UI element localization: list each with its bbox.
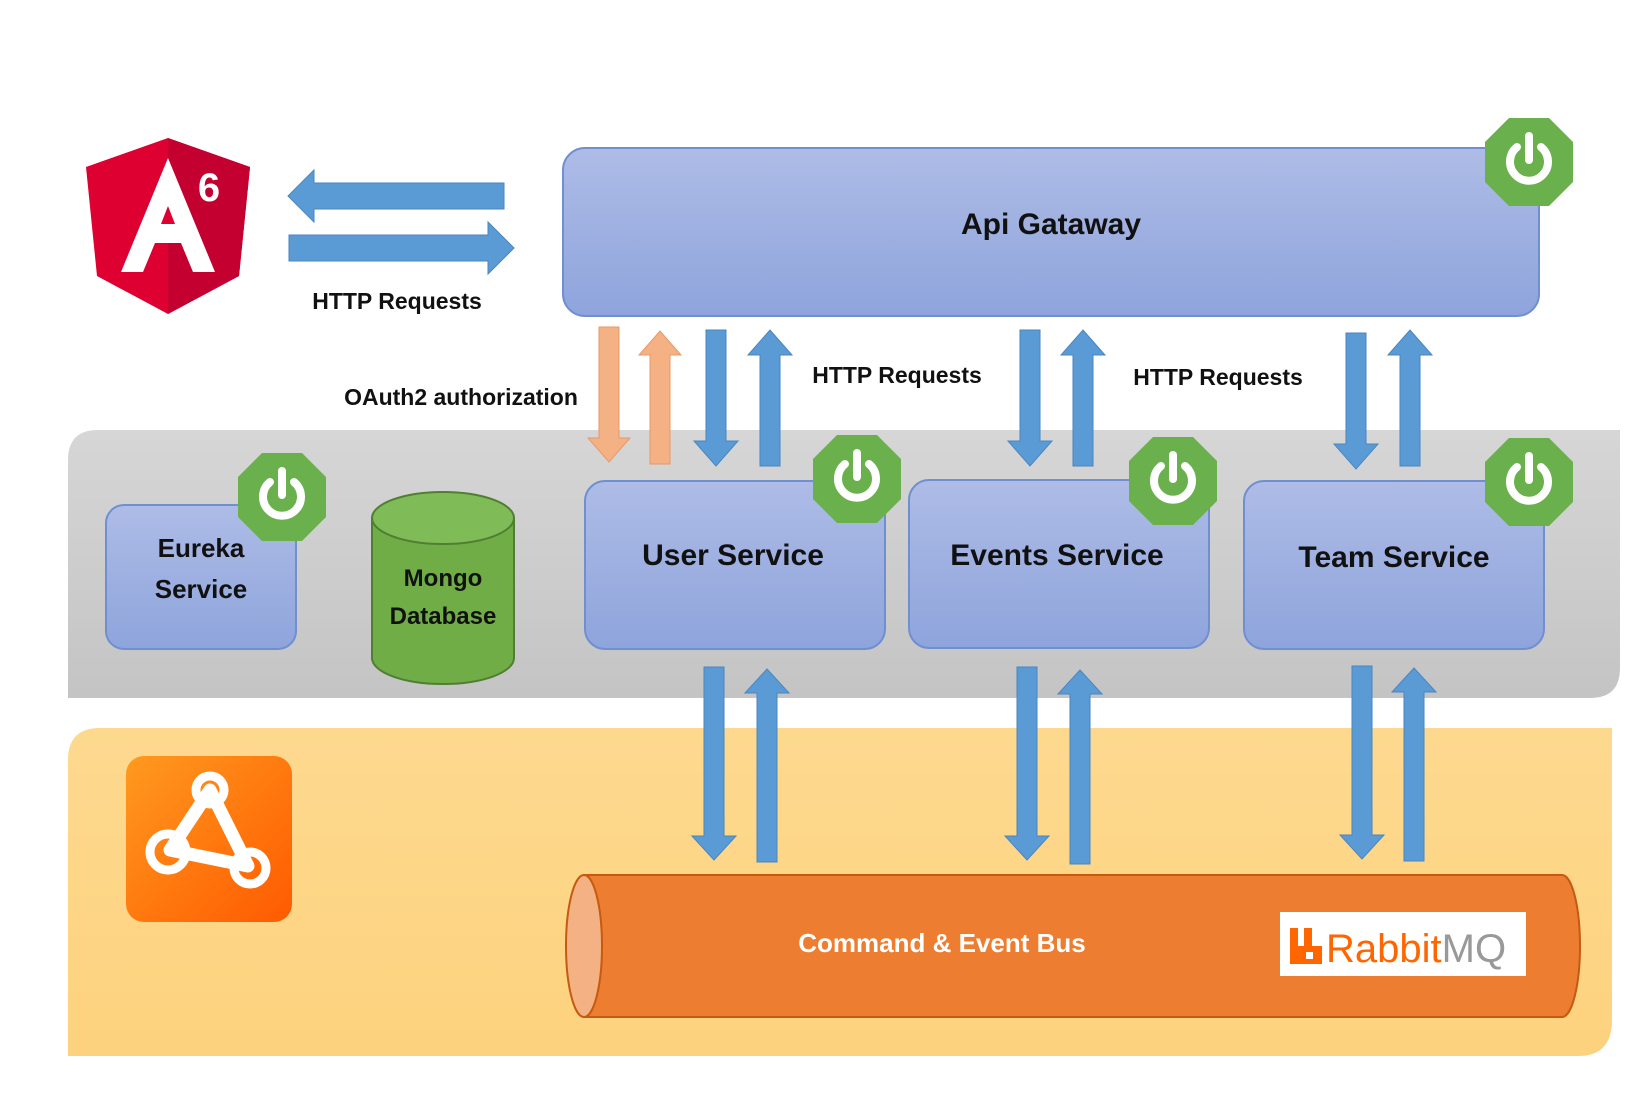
rabbitmq-logo: RabbitMQ — [1280, 912, 1526, 976]
events-bus-arrow-up — [1056, 669, 1104, 865]
oauth-arrow-up — [637, 330, 683, 465]
team-bus-arrow-down — [1338, 665, 1386, 860]
client-http-label: HTTP Requests — [312, 288, 482, 314]
events-arrow-up — [1059, 329, 1107, 467]
angular-logo: 6 — [86, 138, 250, 314]
eureka-label-line2: Service — [155, 574, 248, 604]
mongo-label-line2: Database — [390, 603, 497, 630]
team-spring-power-icon — [1485, 438, 1573, 526]
rabbitmq-wordmark: RabbitMQ — [1326, 927, 1506, 971]
command-event-bus: Command & Event Bus — [565, 874, 1581, 1018]
events-spring-power-icon — [1129, 437, 1217, 525]
bus-label: Command & Event Bus — [798, 928, 1086, 958]
team-arrow-up — [1386, 329, 1434, 467]
gateway-spring-power-icon — [1485, 118, 1573, 206]
rabbitmq-word-main: Rabbit — [1326, 927, 1442, 971]
rabbitmq-word-suffix: MQ — [1442, 927, 1506, 971]
event-store-logo — [126, 756, 292, 922]
arrow-gateway-to-client — [287, 168, 505, 224]
eureka-label-line1: Eureka — [158, 533, 245, 563]
events-service-label: Events Service — [950, 539, 1163, 572]
user-spring-power-icon — [813, 435, 901, 523]
team-arrow-down — [1332, 332, 1380, 470]
eureka-service-box — [105, 504, 297, 650]
team-bus-arrow-up — [1390, 667, 1438, 862]
api-gateway-label: Api Gataway — [961, 208, 1141, 241]
user-arrow-down — [692, 329, 740, 467]
team-service-box — [1243, 480, 1545, 650]
mongo-label-line1: Mongo — [404, 565, 483, 592]
eureka-spring-power-icon — [238, 453, 326, 541]
user-service-label: User Service — [642, 539, 824, 572]
events-arrow-down — [1006, 329, 1054, 467]
oauth-arrow-down — [586, 326, 632, 463]
gateway-http-label-1: HTTP Requests — [812, 362, 982, 388]
user-bus-arrow-down — [690, 666, 738, 861]
user-service-box — [584, 480, 886, 650]
mongo-database: Mongo Database — [371, 491, 515, 685]
user-bus-arrow-up — [743, 668, 791, 863]
events-bus-arrow-down — [1003, 666, 1051, 861]
api-gateway-box — [562, 147, 1540, 317]
user-arrow-up — [746, 329, 794, 467]
arrow-client-to-gateway — [288, 220, 515, 276]
events-service-box — [908, 479, 1210, 649]
angular-version-label: 6 — [198, 166, 220, 210]
oauth-label: OAuth2 authorization — [344, 384, 578, 410]
gateway-http-label-2: HTTP Requests — [1133, 364, 1303, 390]
team-service-label: Team Service — [1298, 541, 1489, 574]
